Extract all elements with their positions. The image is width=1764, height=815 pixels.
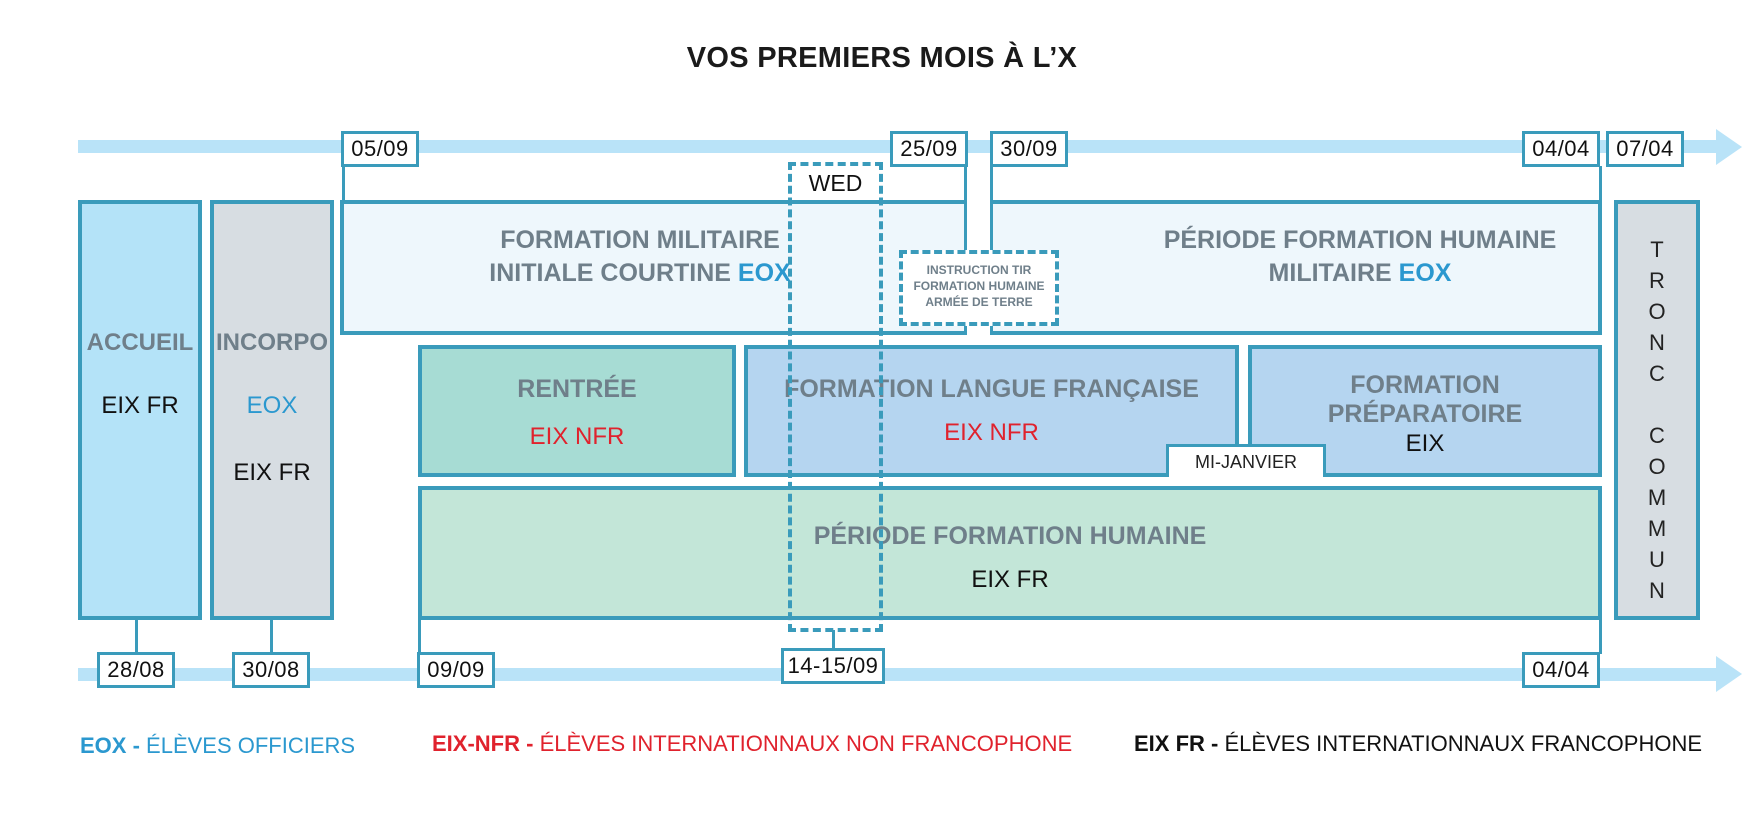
fprep-line2: PRÉPARATOIRE bbox=[1327, 400, 1523, 428]
fmi-line2-wrap: INITIALE COURTINE EOX bbox=[440, 257, 840, 290]
legend-eox: EOX - ÉLÈVES OFFICIERS bbox=[80, 733, 355, 759]
wed-label: WED bbox=[798, 170, 873, 197]
pfhm-group: EOX bbox=[1398, 259, 1452, 287]
connector bbox=[270, 618, 273, 654]
tronc-letter: C bbox=[1649, 361, 1665, 386]
instruction-line2: FORMATION HUMAINE bbox=[913, 279, 1045, 293]
incorpo-block: INCORPO EOX EIX FR bbox=[210, 200, 334, 620]
tronc-letter: O bbox=[1648, 454, 1666, 479]
fprep-group: EIX bbox=[1405, 430, 1445, 457]
tronc-letter: M bbox=[1647, 485, 1667, 510]
incorpo-group-eixfr: EIX FR bbox=[233, 459, 311, 486]
tronc-letter: T bbox=[1650, 237, 1664, 262]
date-top-3009: 30/09 bbox=[990, 131, 1068, 167]
connector bbox=[1599, 166, 1602, 204]
date-bottom-0404: 04/04 bbox=[1522, 652, 1600, 688]
connector bbox=[1599, 618, 1602, 654]
bottom-arrow-head bbox=[1716, 656, 1742, 692]
legend-nfr-abbr: EIX-NFR - bbox=[432, 731, 534, 756]
accueil-group: EIX FR bbox=[101, 392, 179, 419]
fmi-group: EOX bbox=[737, 259, 791, 287]
accueil-block: ACCUEIL EIX FR bbox=[78, 200, 202, 620]
rentree-label: RENTRÉE bbox=[517, 375, 637, 403]
connector bbox=[418, 618, 421, 654]
date-top-0704: 07/04 bbox=[1606, 131, 1684, 167]
legend-fr: EIX FR - ÉLÈVES INTERNATIONNAUX FRANCOPH… bbox=[1134, 731, 1702, 757]
pfhm-line2-wrap: MILITAIRE EOX bbox=[1150, 257, 1570, 290]
tronc-letter: M bbox=[1647, 516, 1667, 541]
pfhm-line2: MILITAIRE bbox=[1268, 259, 1392, 287]
legend-eox-abbr: EOX - bbox=[80, 733, 140, 758]
incorpo-label: INCORPO bbox=[215, 329, 328, 356]
incorpo-group-eox: EOX bbox=[246, 392, 298, 419]
legend-fr-abbr: EIX FR - bbox=[1134, 731, 1219, 756]
pfhm-line1: PÉRIODE FORMATION HUMAINE bbox=[1163, 226, 1557, 254]
connector bbox=[342, 166, 345, 204]
fmi-line1: FORMATION MILITAIRE bbox=[500, 226, 780, 254]
top-arrow-head bbox=[1716, 129, 1742, 165]
instruction-line3: ARMÉE DE TERRE bbox=[925, 295, 1033, 309]
date-bottom-1415: 14-15/09 bbox=[781, 648, 885, 684]
tronc-letter: O bbox=[1648, 299, 1666, 324]
page-title: VOS PREMIERS MOIS À L’X bbox=[686, 42, 1078, 74]
legend-nfr: EIX-NFR - ÉLÈVES INTERNATIONNAUX NON FRA… bbox=[432, 731, 1072, 757]
pfh-group: EIX FR bbox=[971, 566, 1049, 593]
tronc-letter: C bbox=[1649, 423, 1665, 448]
fmi-line2: INITIALE COURTINE bbox=[489, 259, 731, 287]
connector bbox=[832, 630, 835, 652]
legend-eox-text: ÉLÈVES OFFICIERS bbox=[146, 733, 356, 758]
instruction-tir-block: INSTRUCTION TIR FORMATION HUMAINE ARMÉE … bbox=[899, 250, 1059, 326]
rentree-block: RENTRÉE EIX NFR bbox=[418, 345, 736, 477]
pfh-label: PÉRIODE FORMATION HUMAINE bbox=[813, 522, 1207, 550]
date-bottom-2808: 28/08 bbox=[97, 652, 175, 688]
formation-langue-block: FORMATION LANGUE FRANÇAISE EIX NFR bbox=[744, 345, 1239, 477]
accueil-label: ACCUEIL bbox=[86, 329, 194, 356]
tronc-letter: R bbox=[1649, 268, 1665, 293]
bottom-timeline-arrow bbox=[78, 668, 1718, 681]
date-bottom-3008: 30/08 bbox=[232, 652, 310, 688]
fprep-line1: FORMATION bbox=[1350, 371, 1500, 399]
tronc-letter: N bbox=[1649, 578, 1665, 603]
tronc-letter: N bbox=[1649, 330, 1665, 355]
periode-formation-humaine-block: PÉRIODE FORMATION HUMAINE EIX FR bbox=[418, 486, 1602, 620]
date-bottom-0909: 09/09 bbox=[417, 652, 495, 688]
wed-period-marker bbox=[788, 162, 883, 632]
fmi-text: FORMATION MILITAIRE INITIALE COURTINE EO… bbox=[440, 224, 840, 290]
tronc-letter: U bbox=[1649, 547, 1665, 572]
flf-group: EIX NFR bbox=[944, 419, 1039, 446]
flf-label: FORMATION LANGUE FRANÇAISE bbox=[784, 375, 1199, 403]
instruction-line1: INSTRUCTION TIR bbox=[926, 263, 1032, 277]
connector bbox=[135, 618, 138, 654]
pfhm-text: PÉRIODE FORMATION HUMAINE MILITAIRE EOX bbox=[1150, 224, 1570, 290]
rentree-group: EIX NFR bbox=[529, 423, 625, 450]
date-top-0404: 04/04 bbox=[1522, 131, 1600, 167]
date-top-0509: 05/09 bbox=[341, 131, 419, 167]
legend-fr-text: ÉLÈVES INTERNATIONNAUX FRANCOPHONE bbox=[1224, 731, 1703, 756]
mi-janvier-tag: MI-JANVIER bbox=[1166, 444, 1326, 477]
date-top-2509: 25/09 bbox=[890, 131, 968, 167]
tronc-letter bbox=[1618, 389, 1696, 420]
legend-nfr-text: ÉLÈVES INTERNATIONNAUX NON FRANCOPHONE bbox=[539, 731, 1073, 756]
